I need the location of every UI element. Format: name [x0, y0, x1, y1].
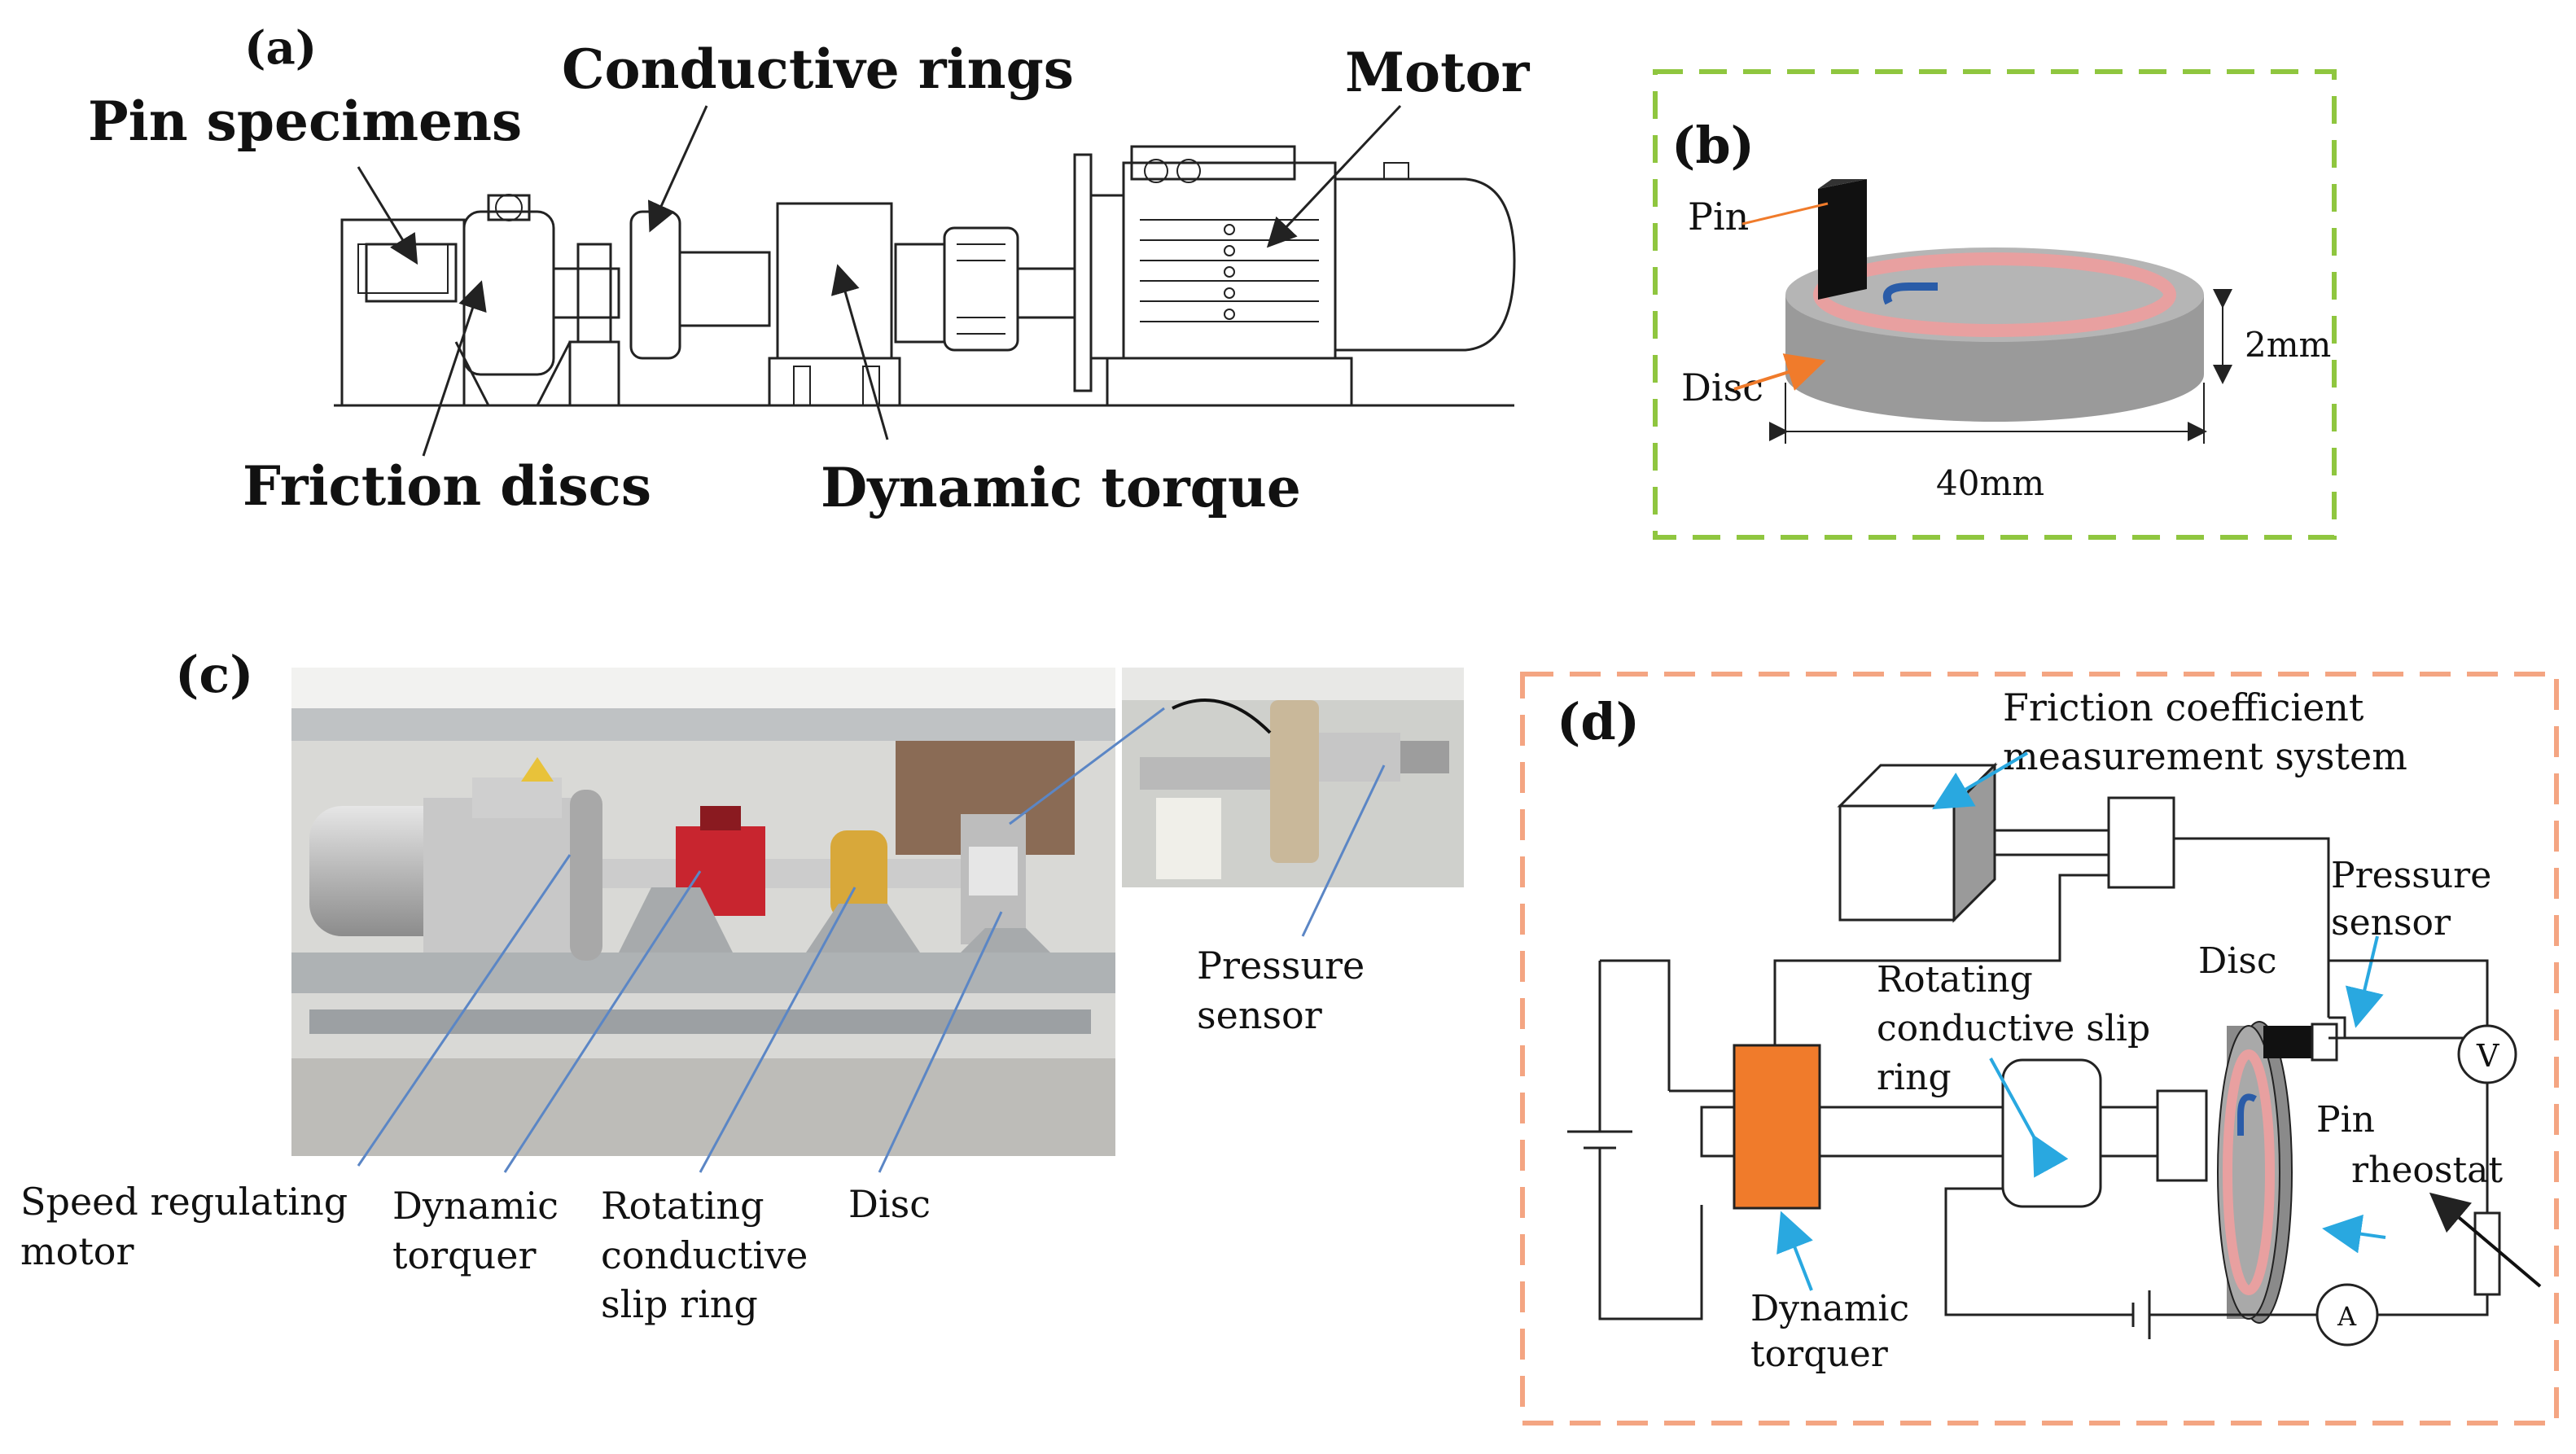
panel-b-tag: (b)	[1671, 116, 1755, 175]
panel-b: (b) Pin Disc 2mm 40mm	[1653, 69, 2337, 540]
label-disc: Disc	[1681, 366, 1763, 409]
panel-d-frame	[1520, 672, 2559, 1426]
rheostat-icon	[2473, 1211, 2501, 1296]
label-friction-discs: Friction discs	[243, 454, 651, 518]
panel-a-tag: (a)	[244, 21, 317, 75]
panel-c: (c)	[20, 645, 1464, 1326]
leader-motor	[1266, 104, 1402, 248]
label-friction-2: measurement system	[2003, 734, 2407, 778]
label-slip-1: Rotating	[601, 1184, 764, 1228]
label-disc-c: Disc	[848, 1182, 931, 1226]
label-amp: A	[2337, 1301, 2357, 1332]
label-speed-motor-2: motor	[20, 1229, 134, 1273]
label-slip-2: conductive	[601, 1233, 808, 1277]
dynamic-torquer-block	[1733, 1044, 1821, 1210]
disc-side-icon	[2217, 1021, 2293, 1324]
label-thickness: 2mm	[2245, 325, 2331, 365]
label-diameter: 40mm	[1936, 463, 2044, 503]
panel-a: (a) Pin specimens Conductive rings Motor…	[88, 21, 1531, 519]
test-rig-line-drawing	[334, 145, 1516, 407]
arrow-rheostat	[2322, 1214, 2386, 1254]
label-pin-d: Pin	[2316, 1099, 2375, 1141]
pin-block-icon	[1818, 179, 1867, 300]
wire-left-top	[1600, 959, 1734, 1093]
slip-ring-block	[2001, 1058, 2102, 1208]
label-slip-d-3: ring	[1877, 1057, 1952, 1098]
label-speed-motor-1: Speed regulating	[20, 1180, 348, 1224]
label-slip-3: slip ring	[601, 1282, 758, 1326]
label-pin-specimens: Pin specimens	[88, 90, 522, 153]
label-pressure-d-1: Pressure	[2331, 855, 2491, 896]
leader-friction-discs	[422, 280, 487, 457]
arrow-measurement	[1932, 751, 2029, 810]
panel-c-tag: (c)	[175, 645, 253, 704]
arrow-slip-ring	[1989, 1058, 2069, 1178]
leader-dynamic-torque	[830, 264, 889, 440]
label-motor: Motor	[1345, 41, 1531, 104]
leader-conductive-rings	[647, 105, 708, 233]
photo-leader-lines	[357, 707, 1386, 1173]
label-torquer-1: Dynamic	[392, 1184, 559, 1228]
rheostat-wiper	[2429, 1192, 2542, 1288]
pin-pointer	[1741, 202, 1829, 226]
label-pressure-d-2: sensor	[2331, 902, 2451, 944]
label-pressure-1: Pressure	[1197, 944, 1365, 988]
label-pin: Pin	[1688, 195, 1749, 239]
wire-left-bottom	[1598, 1148, 1703, 1320]
wire-pressure	[2328, 1016, 2346, 1038]
label-pressure-2: sensor	[1197, 993, 1322, 1037]
disc-pointer	[1733, 353, 1826, 391]
panel-d-tag: (d)	[1557, 692, 1640, 751]
label-torquer-d-1: Dynamic	[1750, 1288, 1909, 1329]
main-shaft	[1806, 1106, 2004, 1158]
pressure-sensor-photo	[1122, 668, 1464, 887]
measure-coupling	[2107, 796, 2175, 889]
label-dynamic-torque: Dynamic torque	[821, 456, 1301, 519]
measurement-system-box	[1837, 762, 1998, 923]
label-disc-d: Disc	[2198, 940, 2277, 982]
wire-measure-torquer	[1773, 874, 2109, 1050]
measure-shaft	[1993, 829, 2110, 856]
wire-top	[2174, 837, 2330, 1018]
label-friction-1: Friction coefficient	[2003, 685, 2364, 729]
disc-illustration	[1785, 247, 2204, 422]
label-volt: V	[2476, 1038, 2499, 1074]
label-torquer-2: torquer	[392, 1233, 536, 1277]
disc-coupling	[2156, 1089, 2208, 1182]
label-conductive-rings: Conductive rings	[562, 37, 1074, 101]
pin-shape	[2263, 1026, 2312, 1058]
label-torquer-d-2: torquer	[1750, 1334, 1889, 1375]
arrow-pressure-sensor	[2345, 935, 2384, 1028]
label-slip-d-2: conductive slip	[1877, 1008, 2150, 1049]
pressure-sensor-shape	[2311, 1023, 2338, 1062]
panel-d: (d) Friction coefficient measurement sys…	[1520, 672, 2559, 1426]
leader-pin-specimens	[357, 166, 418, 265]
arrow-torquer	[1776, 1211, 1813, 1291]
label-slip-d-1: Rotating	[1877, 959, 2033, 1001]
test-rig-photo	[291, 668, 1115, 1156]
label-rheostat: rheostat	[2351, 1150, 2503, 1191]
